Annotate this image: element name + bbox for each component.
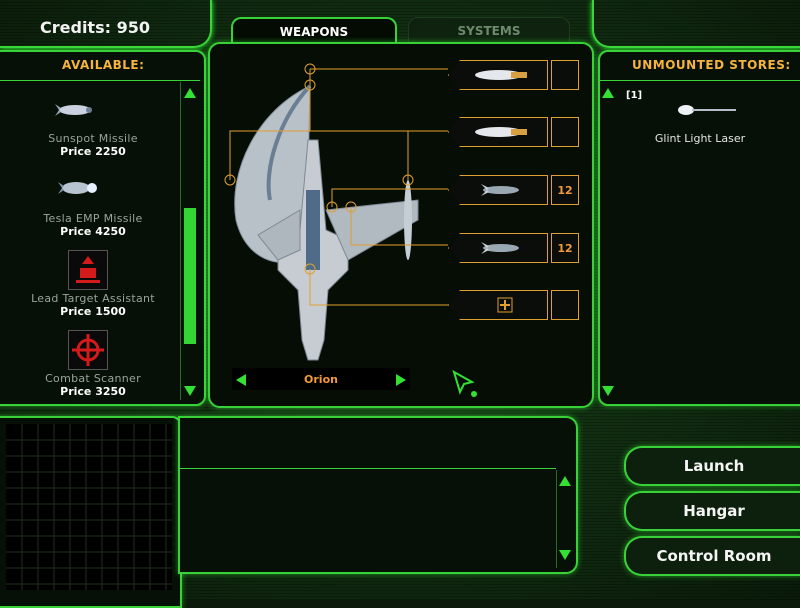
scroll-up-icon[interactable] — [602, 88, 614, 98]
list-item[interactable]: Sunspot Missile Price 2250 — [6, 132, 180, 158]
slot-count: 12 — [551, 175, 579, 205]
lead-target-icon[interactable] — [68, 250, 108, 290]
unmounted-item-name[interactable]: Glint Light Laser — [654, 132, 746, 145]
hangar-label: Hangar — [683, 502, 745, 520]
hardpoint-slot[interactable] — [448, 60, 580, 90]
tab-systems[interactable]: SYSTEMS — [408, 17, 570, 44]
scroll-down-icon[interactable] — [559, 550, 571, 560]
slot-count: 12 — [551, 233, 579, 263]
radar-grid — [6, 424, 172, 590]
missile-icon — [481, 242, 519, 254]
item-price: Price 1500 — [60, 305, 126, 318]
cannon-icon — [475, 70, 527, 80]
list-item[interactable]: Combat Scanner Price 3250 — [6, 372, 180, 398]
divider — [600, 80, 800, 81]
slot-count — [551, 290, 579, 320]
ship-image — [234, 84, 419, 361]
list-item[interactable]: Lead Target Assistant Price 1500 — [6, 292, 180, 318]
slot-count — [551, 117, 579, 147]
hardpoint-slot[interactable]: 12 — [448, 175, 580, 205]
emp-missile-icon[interactable] — [58, 178, 98, 198]
item-name: Lead Target Assistant — [31, 292, 155, 305]
missile-icon — [481, 184, 519, 196]
next-ship-icon[interactable] — [396, 374, 406, 386]
slot-body — [448, 175, 548, 205]
list-item[interactable]: Tesla EMP Missile Price 4250 — [6, 212, 180, 238]
unmounted-header: UNMOUNTED STORES: — [632, 58, 791, 72]
scanner-icon[interactable] — [68, 330, 108, 370]
tab-weapons[interactable]: WEAPONS — [231, 17, 397, 45]
item-name: Combat Scanner — [45, 372, 141, 385]
slot-body — [448, 60, 548, 90]
hardpoint-slot[interactable] — [448, 290, 580, 320]
scroll-thumb[interactable] — [184, 208, 196, 344]
system-icon — [497, 297, 513, 313]
item-name: Sunspot Missile — [48, 132, 138, 145]
item-price: Price 4250 — [60, 225, 126, 238]
unmounted-count: [1] — [626, 90, 643, 101]
credits-display: Credits: 950 — [40, 18, 150, 37]
scrollbar-left[interactable] — [180, 82, 199, 400]
desc-scrollbar[interactable] — [556, 470, 573, 568]
slot-count — [551, 60, 579, 90]
slot-body — [448, 290, 548, 320]
top-frame-right — [592, 0, 800, 48]
hangar-button[interactable]: Hangar — [624, 491, 800, 531]
slot-body — [448, 233, 548, 263]
hardpoint-slot[interactable] — [448, 117, 580, 147]
control-room-button[interactable]: Control Room — [624, 536, 800, 576]
scroll-down-icon[interactable] — [602, 386, 614, 396]
slot-body — [448, 117, 548, 147]
scroll-down-icon[interactable] — [184, 386, 196, 396]
prev-ship-icon[interactable] — [236, 374, 246, 386]
available-header: AVAILABLE: — [62, 58, 145, 72]
scroll-up-icon[interactable] — [184, 88, 196, 98]
ship-name: Orion — [304, 372, 338, 386]
ship-selector: Orion — [232, 368, 410, 390]
description-panel — [178, 416, 578, 574]
missile-icon[interactable] — [55, 100, 95, 120]
cursor-icon — [452, 369, 477, 397]
item-price: Price 3250 — [60, 385, 126, 398]
launch-label: Launch — [683, 457, 745, 475]
item-name: Tesla EMP Missile — [43, 212, 143, 225]
top-frame — [0, 0, 212, 48]
divider — [180, 468, 556, 469]
cannon-icon — [475, 127, 527, 137]
control-room-label: Control Room — [656, 547, 772, 565]
scroll-up-icon[interactable] — [559, 476, 571, 486]
hardpoint-slot[interactable]: 12 — [448, 233, 580, 263]
hardpoint-connectors — [224, 63, 448, 306]
divider — [0, 80, 200, 81]
laser-icon[interactable] — [676, 103, 740, 117]
launch-button[interactable]: Launch — [624, 446, 800, 486]
item-price: Price 2250 — [60, 145, 126, 158]
